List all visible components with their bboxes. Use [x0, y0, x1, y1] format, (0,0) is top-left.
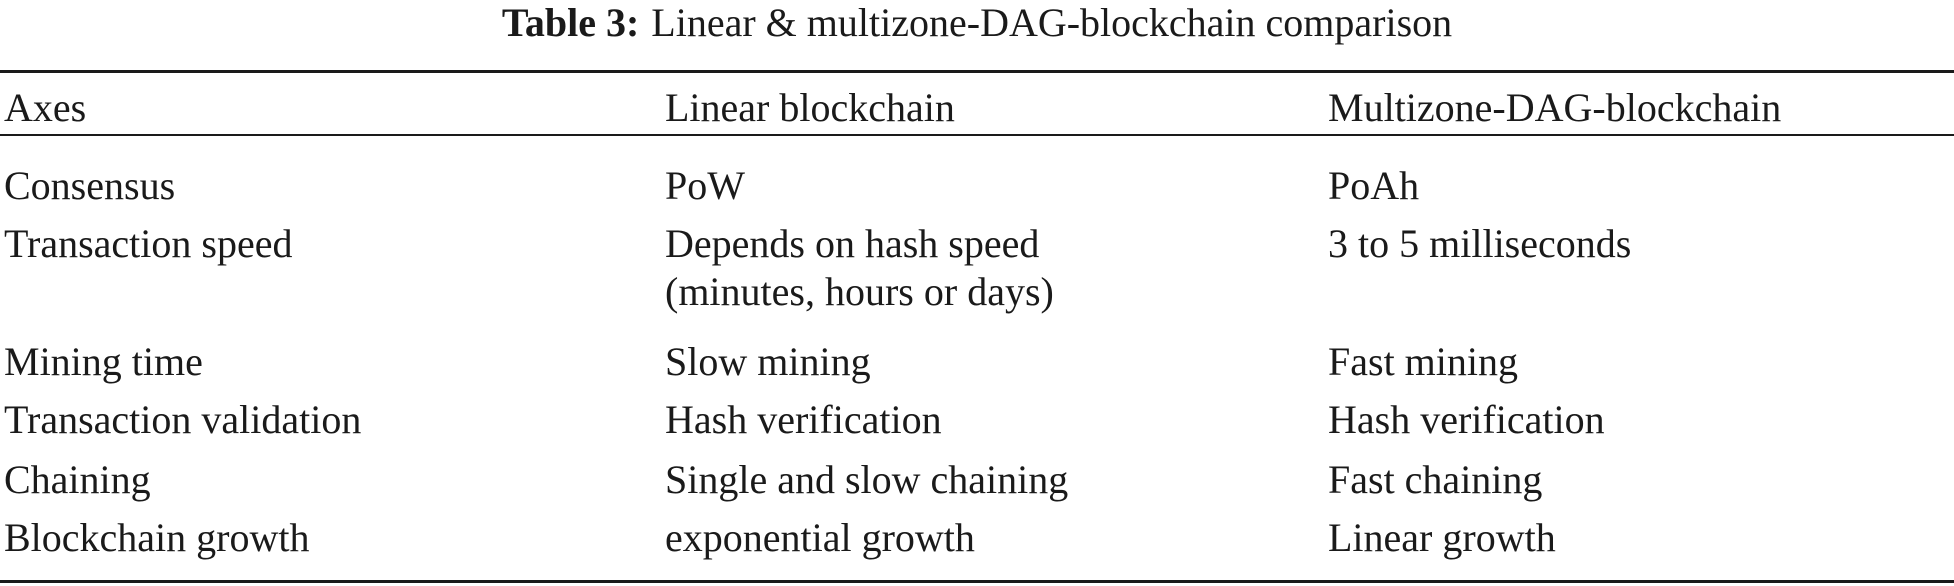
row-multizone-value: Fast mining [1328, 339, 1519, 384]
row-multizone-value: PoAh [1328, 163, 1420, 208]
row-axis-label: Transaction speed [4, 221, 293, 266]
row-multizone-value: 3 to 5 milliseconds [1328, 221, 1632, 266]
row-axis-label: Mining time [4, 339, 203, 384]
row-linear-value: Slow mining [665, 339, 871, 384]
header-linear-blockchain: Linear blockchain [665, 85, 955, 130]
table-header-row: Axes Linear blockchain Multizone-DAG-blo… [0, 84, 1954, 132]
table-row: Mining time Slow mining Fast mining [0, 338, 1954, 386]
row-linear-value: Hash verification [665, 397, 942, 442]
row-axis-label: Transaction validation [4, 397, 362, 442]
table-bottom-rule [0, 580, 1954, 583]
row-axis-label: Blockchain growth [4, 515, 310, 560]
table-row: Transaction speed Depends on hash speed … [0, 220, 1954, 316]
table-row: Blockchain growth exponential growth Lin… [0, 514, 1954, 562]
row-multizone-value: Hash verification [1328, 397, 1605, 442]
row-linear-value: Single and slow chaining [665, 457, 1069, 502]
table-caption-title: Linear & multizone-DAG-blockchain compar… [651, 0, 1453, 45]
table-caption-label: Table 3: [501, 0, 640, 45]
table-top-rule [0, 70, 1954, 73]
header-multizone-dag-blockchain: Multizone-DAG-blockchain [1328, 85, 1782, 130]
row-linear-value: PoW [665, 163, 745, 208]
table-row: Transaction validation Hash verification… [0, 396, 1954, 444]
table-caption: Table 3:Linear & multizone-DAG-blockchai… [0, 0, 1954, 60]
row-linear-value: Depends on hash speed (minutes, hours or… [665, 221, 1054, 314]
row-multizone-value: Linear growth [1328, 515, 1556, 560]
row-linear-value: exponential growth [665, 515, 975, 560]
table-row: Consensus PoW PoAh [0, 162, 1954, 210]
row-axis-label: Chaining [4, 457, 151, 502]
row-axis-label: Consensus [4, 163, 176, 208]
row-multizone-value: Fast chaining [1328, 457, 1543, 502]
header-axes: Axes [4, 85, 87, 130]
table-row: Chaining Single and slow chaining Fast c… [0, 456, 1954, 504]
table-header-rule [0, 134, 1954, 136]
